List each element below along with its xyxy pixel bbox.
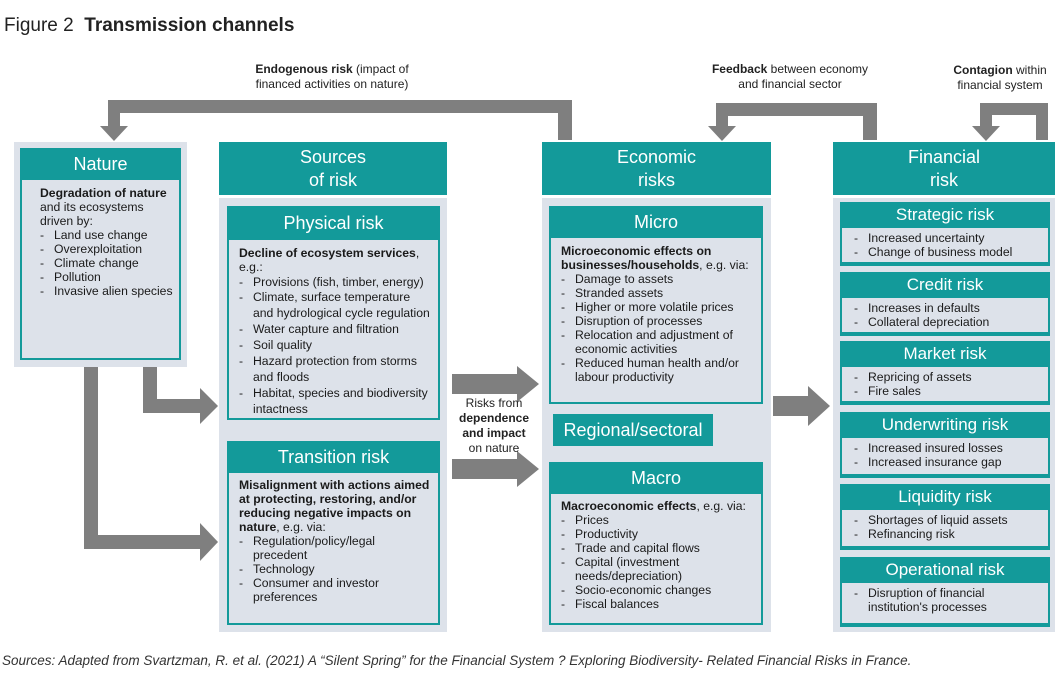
list-item: Fire sales (854, 384, 1044, 398)
list-item: Capital (investment needs/depreciation) (561, 555, 755, 583)
feedback-label: Feedback between economy and financial s… (711, 62, 869, 91)
list-item: Trade and capital flows (561, 541, 755, 555)
sources-note: Sources: Adapted from Svartzman, R. et a… (2, 653, 912, 668)
risks-from-dependence-label: Risks from dependence and impact on natu… (458, 396, 530, 455)
financial-risk-card: Liquidity riskShortages of liquid assets… (840, 484, 1050, 550)
financial-risk-title: Underwriting risk (881, 415, 1009, 434)
list-item: Increased insurance gap (854, 455, 1044, 469)
sources-to-macro-arrow (452, 451, 539, 487)
macro-title: Macro (549, 462, 763, 494)
feedback-arrow (708, 103, 877, 141)
financial-risk-card: Underwriting riskIncreased insured losse… (840, 412, 1050, 478)
nature-text: Degradation of nature and its ecosystems… (22, 180, 179, 298)
nature-box: Nature Degradation of nature and its eco… (20, 148, 181, 360)
list-item: Disruption of processes (561, 314, 755, 328)
list-item: Hazard protection from storms and floods (239, 353, 432, 385)
sources-to-micro-arrow (452, 366, 539, 402)
transition-risk-box: Transition risk Misalignment with action… (227, 441, 440, 625)
list-item: Higher or more volatile prices (561, 300, 755, 314)
financial-risk-body: Repricing of assetsFire sales (842, 367, 1048, 401)
regional-sectoral-box: Regional/sectoral (553, 414, 713, 446)
list-item: Shortages of liquid assets (854, 513, 1044, 527)
list-item: Stranded assets (561, 286, 755, 300)
financial-risk-body: Disruption of financial institution's pr… (842, 583, 1048, 623)
list-item: Refinancing risk (854, 527, 1044, 541)
nature-title: Nature (20, 148, 181, 180)
endogenous-risk-arrow (100, 100, 572, 141)
physical-risk-title: Physical risk (227, 206, 440, 240)
financial-risk-body: Shortages of liquid assetsRefinancing ri… (842, 510, 1048, 546)
transition-risk-title: Transition risk (227, 441, 440, 473)
figure-title: Figure 2 Transmission channels (4, 15, 294, 37)
list-item: Prices (561, 513, 755, 527)
financial-risk-title: Market risk (903, 344, 987, 363)
list-item: Increases in defaults (854, 301, 1044, 315)
list-item: Relocation and adjustment of economic ac… (561, 328, 755, 356)
list-item: Disruption of financial institution's pr… (854, 586, 1044, 614)
financial-risk-title: Credit risk (906, 275, 984, 294)
list-item: Invasive alien species (40, 284, 173, 298)
list-item: Damage to assets (561, 272, 755, 286)
list-item: Consumer and investor preferences (239, 576, 432, 604)
physical-risk-box: Physical risk Decline of ecosystem servi… (227, 206, 440, 420)
financial-risk-card: Strategic riskIncreased uncertaintyChang… (840, 202, 1050, 266)
list-item: Pollution (40, 270, 173, 284)
macro-box: Macro Macroeconomic effects, e.g. via: P… (549, 462, 763, 625)
physical-risk-text: Decline of ecosystem services, e.g.: Pro… (229, 240, 438, 417)
nature-to-physical-arrow (143, 366, 218, 424)
list-item: Soil quality (239, 337, 432, 353)
list-item: Water capture and filtration (239, 321, 432, 337)
financial-risk-body: Increased uncertaintyChange of business … (842, 228, 1048, 262)
micro-box: Micro Microeconomic effects on businesse… (549, 206, 763, 404)
list-item: Land use change (40, 228, 173, 242)
list-item: Provisions (fish, timber, energy) (239, 275, 432, 289)
figure-title-text: Transmission channels (84, 15, 295, 36)
list-item: Increased insured losses (854, 441, 1044, 455)
endogenous-risk-label: Endogenous risk (impact of financed acti… (255, 62, 409, 91)
list-item: Increased uncertainty (854, 231, 1044, 245)
list-item: Climate change (40, 256, 173, 270)
financial-risk-card: Market riskRepricing of assetsFire sales (840, 341, 1050, 405)
nature-to-transition-arrow (84, 366, 218, 561)
list-item: Collateral depreciation (854, 315, 1044, 329)
micro-title: Micro (549, 206, 763, 238)
list-item: Repricing of assets (854, 370, 1044, 384)
financial-risk-title: Operational risk (885, 560, 1005, 579)
financial-risk-title: Strategic risk (895, 205, 995, 224)
financial-risk-body: Increased insured lossesIncreased insura… (842, 438, 1048, 474)
financial-risk-card: Credit riskIncreases in defaultsCollater… (840, 272, 1050, 336)
financial-risk-card: Operational riskDisruption of financial … (840, 557, 1050, 627)
list-item: Habitat, species and biodiversity intact… (239, 385, 432, 417)
list-item: Change of business model (854, 245, 1044, 259)
financial-risk-title: Liquidity risk (898, 487, 992, 506)
list-item: Climate, surface temperature and hydrolo… (239, 289, 432, 321)
list-item: Fiscal balances (561, 597, 755, 611)
nature-drivers-list: Land use change Overexploitation Climate… (40, 228, 173, 298)
list-item: Productivity (561, 527, 755, 541)
financial-risk-body: Increases in defaultsCollateral deprecia… (842, 298, 1048, 332)
macro-text: Macroeconomic effects, e.g. via: Prices … (551, 494, 761, 611)
contagion-label: Contagion within financial system (953, 63, 1047, 92)
list-item: Technology (239, 562, 432, 576)
transition-risk-text: Misalignment with actions aimed at prote… (229, 473, 438, 604)
list-item: Regulation/policy/legal precedent (239, 534, 432, 562)
economic-to-financial-arrow (773, 386, 830, 426)
list-item: Overexploitation (40, 242, 173, 256)
list-item: Reduced human health and/or labour produ… (561, 356, 755, 384)
contagion-arrow (972, 103, 1048, 141)
micro-text: Microeconomic effects on businesses/hous… (551, 238, 761, 384)
figure-label: Figure 2 (4, 15, 74, 36)
list-item: Socio-economic changes (561, 583, 755, 597)
